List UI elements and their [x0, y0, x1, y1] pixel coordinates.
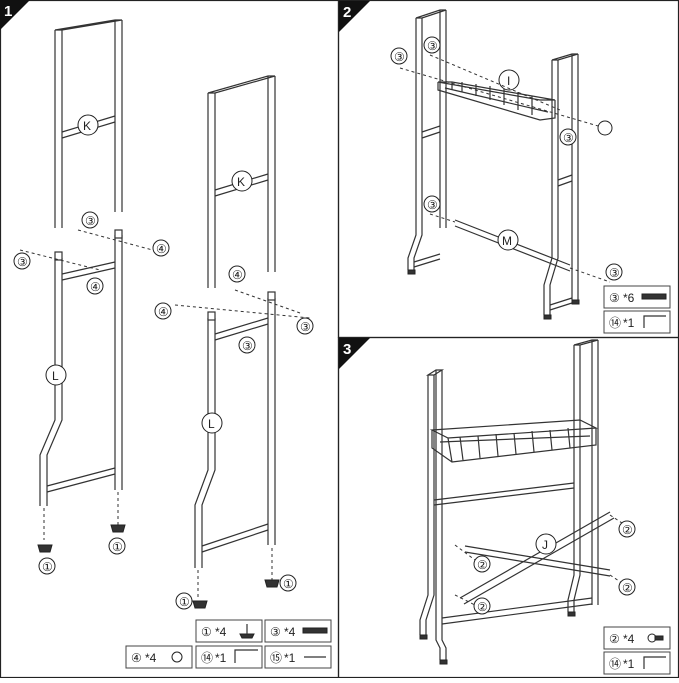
part-box-3a-qty: *4 — [284, 625, 296, 639]
part-box-1: ① *4 — [195, 619, 263, 643]
part-box-1-qty: *4 — [215, 625, 227, 639]
foot-pad-2 — [110, 524, 126, 533]
part-box-3b-num: ③ — [609, 291, 620, 305]
step-2-number: 2 — [343, 4, 351, 21]
part-box-2-qty: *4 — [623, 632, 635, 646]
label-l-left-circle — [45, 364, 67, 386]
callout-3-f: ③ — [427, 39, 438, 53]
part-k-frame-right: K — [207, 75, 276, 288]
part-box-1-num: ① — [201, 625, 212, 639]
callout-4-b: ④ — [90, 280, 101, 294]
callout-3-c: ③ — [300, 320, 311, 334]
part-box-3a-num: ③ — [270, 625, 281, 639]
panel-2-frame-assembly — [407, 9, 580, 320]
callout-3-a: ③ — [85, 214, 96, 228]
part-box-14-p1-num: ⑭ — [201, 651, 213, 665]
part-box-4-qty: *4 — [145, 651, 157, 665]
part-box-14-p1-qty: *1 — [215, 651, 227, 665]
label-l-left: L — [52, 369, 59, 383]
callout-2-d: ② — [477, 600, 488, 614]
part-l-frame-left: L — [39, 229, 123, 506]
label-l-right: L — [208, 417, 215, 431]
callout-2-c: ② — [622, 581, 633, 595]
step-2-marker: 2 — [339, 1, 370, 32]
callout-3-g: ③ — [563, 131, 574, 145]
label-j: J — [542, 538, 548, 552]
label-k-right: K — [237, 175, 245, 189]
part-i-shelf: I — [437, 69, 556, 121]
callout-1-c: ① — [179, 595, 190, 609]
part-box-14-p2-num: ⑭ — [609, 316, 621, 330]
part-box-2: ② *4 — [603, 626, 671, 650]
part-box-14-p1: ⑭ *1 — [195, 645, 263, 669]
part-box-3b-qty: *6 — [623, 291, 635, 305]
label-k-left-circle — [77, 114, 99, 136]
part-box-15: ⑮ *1 — [264, 645, 332, 669]
part-box-3a: ③ *4 — [264, 619, 332, 643]
foot-pad-1 — [37, 544, 53, 553]
callout-3-d: ③ — [242, 339, 253, 353]
step-3-number: 3 — [343, 341, 351, 358]
part-box-15-qty: *1 — [284, 651, 296, 665]
part-box-14-p3: ⑭ *1 — [603, 651, 671, 675]
callout-3-b: ③ — [17, 255, 28, 269]
part-box-4: ④ *4 — [125, 645, 193, 669]
part-m-rod: M — [454, 219, 571, 272]
callout-4-a: ④ — [156, 242, 167, 256]
step-1-marker: 1 — [0, 0, 30, 30]
part-box-15-num: ⑮ — [270, 651, 282, 665]
panel-3-assembled-rack — [419, 339, 599, 665]
part-box-14-p2-qty: *1 — [623, 316, 635, 330]
part-j-bars: J — [459, 511, 615, 605]
part-box-14-p3-qty: *1 — [623, 657, 635, 671]
callout-3-e: ③ — [394, 50, 405, 64]
callout-3-i: ③ — [609, 266, 620, 280]
part-box-14-p3-num: ⑭ — [609, 657, 621, 671]
callout-2-a: ② — [622, 523, 633, 537]
part-box-14-p2: ⑭ *1 — [603, 310, 671, 334]
callout-2-b: ② — [477, 558, 488, 572]
callout-1-b: ① — [112, 540, 123, 554]
callout-3-h: ③ — [427, 198, 438, 212]
part-k-frame-left: K — [54, 19, 123, 228]
step-1-number: 1 — [4, 3, 12, 20]
label-m: M — [502, 234, 512, 248]
part-box-4-num: ④ — [131, 651, 142, 665]
step-3-marker: 3 — [339, 338, 370, 369]
callout-4-d: ④ — [158, 305, 169, 319]
callout-1-d: ① — [283, 577, 294, 591]
part-box-3b: ③ *6 — [603, 285, 671, 309]
label-k-left: K — [83, 119, 91, 133]
part-l-frame-right: L — [194, 291, 276, 568]
part-box-2-num: ② — [609, 632, 620, 646]
callout-4-c: ④ — [232, 268, 243, 282]
callout-1-a: ① — [42, 560, 53, 574]
label-i: I — [507, 74, 510, 88]
